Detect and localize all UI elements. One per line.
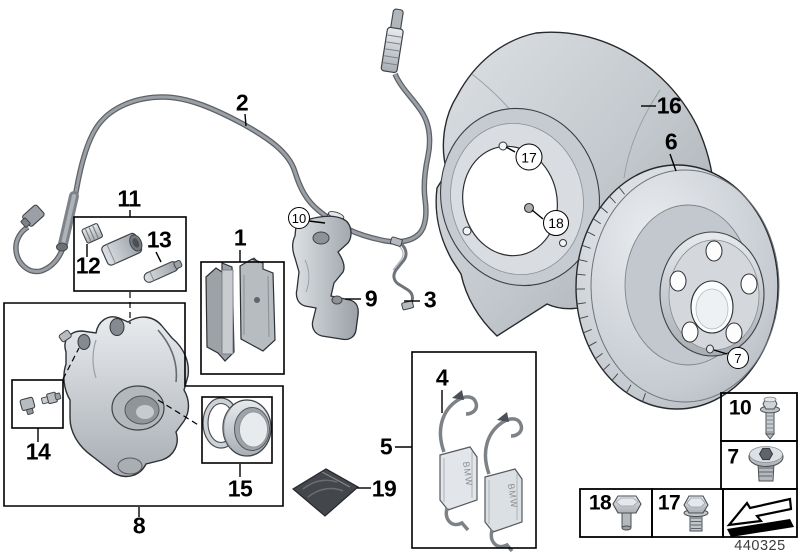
circled-callout-17[interactable]: 17 xyxy=(515,143,543,171)
leader-dashes xyxy=(62,292,201,427)
callout-9-carrier[interactable]: 9 xyxy=(364,285,378,312)
brake-disc xyxy=(575,164,780,410)
box-clip-kit-4 xyxy=(411,351,537,549)
brand-stamp: BMW xyxy=(506,483,519,509)
shield-hole-17-target xyxy=(498,141,508,151)
guide-bush xyxy=(101,232,143,266)
callout-12-cap[interactable]: 12 xyxy=(75,252,101,279)
piston-seal-kit xyxy=(202,397,272,457)
fastener-box-label-7[interactable]: 7 xyxy=(727,445,739,469)
brand-stamp: BMW xyxy=(461,461,474,487)
splash-shield xyxy=(435,31,716,337)
grease-packet xyxy=(291,468,360,517)
box-guide-bush-kit-11 xyxy=(73,216,187,292)
callout-15-piston-kit[interactable]: 15 xyxy=(227,475,253,502)
direction-arrow-icon xyxy=(726,497,794,537)
callout-1-brake-pads[interactable]: 1 xyxy=(233,224,247,251)
callout-4-clip[interactable]: 4 xyxy=(435,364,449,391)
clip-right: BMW xyxy=(483,412,524,553)
screw-18-icon xyxy=(612,495,642,531)
circled-callout-10[interactable]: 10 xyxy=(288,207,310,229)
callout-2-sensor-cable[interactable]: 2 xyxy=(235,89,249,116)
callout-8-caliper[interactable]: 8 xyxy=(132,512,146,539)
box-direction-arrow xyxy=(722,488,798,538)
clip-left: BMW xyxy=(438,390,479,532)
bleeder-nipple xyxy=(58,329,72,343)
pad-connector xyxy=(20,204,45,228)
shield-screw-18-target xyxy=(523,202,535,214)
callout-6-brake-disc[interactable]: 6 xyxy=(664,128,678,155)
fastener-box-label-10[interactable]: 10 xyxy=(728,396,752,420)
cap-12 xyxy=(81,223,103,244)
bolt-10-icon xyxy=(760,396,780,440)
lug-holes xyxy=(669,240,758,344)
brake-pads xyxy=(205,257,276,362)
box-piston-kit-15 xyxy=(201,396,273,464)
sensor-plug xyxy=(380,8,404,74)
figure-number: 440325 xyxy=(734,538,786,554)
box-bleeder-kit-14 xyxy=(11,379,64,429)
bolt-17-icon xyxy=(683,495,709,532)
leader-lines xyxy=(37,105,728,517)
fastener-box-label-17[interactable]: 17 xyxy=(657,491,681,515)
wear-sensor-cable xyxy=(13,8,433,275)
caliper-carrier xyxy=(292,211,359,341)
callout-13-guide-pin[interactable]: 13 xyxy=(146,226,172,253)
plug-screw-7-icon xyxy=(748,446,784,482)
brake-caliper xyxy=(58,316,190,478)
anti-rattle-clips: BMW BMW xyxy=(438,390,524,553)
guide-bush-kit xyxy=(81,223,183,283)
retaining-spring xyxy=(389,236,414,311)
callout-19-grease[interactable]: 19 xyxy=(371,475,397,502)
callout-16-splash-shield[interactable]: 16 xyxy=(656,92,682,119)
box-caliper-8 xyxy=(3,302,284,507)
circled-callout-7[interactable]: 7 xyxy=(727,347,749,369)
callout-3-spring[interactable]: 3 xyxy=(423,286,437,313)
bleeder-kit xyxy=(19,391,62,415)
callout-14-bleeder-kit[interactable]: 14 xyxy=(25,438,51,465)
fastener-box-label-18[interactable]: 18 xyxy=(588,491,612,515)
circled-callout-18[interactable]: 18 xyxy=(543,210,569,236)
callout-5-clip-kit[interactable]: 5 xyxy=(379,433,393,460)
disc-set-screw-hole xyxy=(706,344,714,354)
kit-boxes xyxy=(3,216,798,549)
callout-11-bush-kit[interactable]: 11 xyxy=(117,185,141,212)
guide-pin-13 xyxy=(143,259,183,283)
disc-vent-ticks xyxy=(575,186,646,402)
box-brake-pads-1 xyxy=(200,261,285,375)
